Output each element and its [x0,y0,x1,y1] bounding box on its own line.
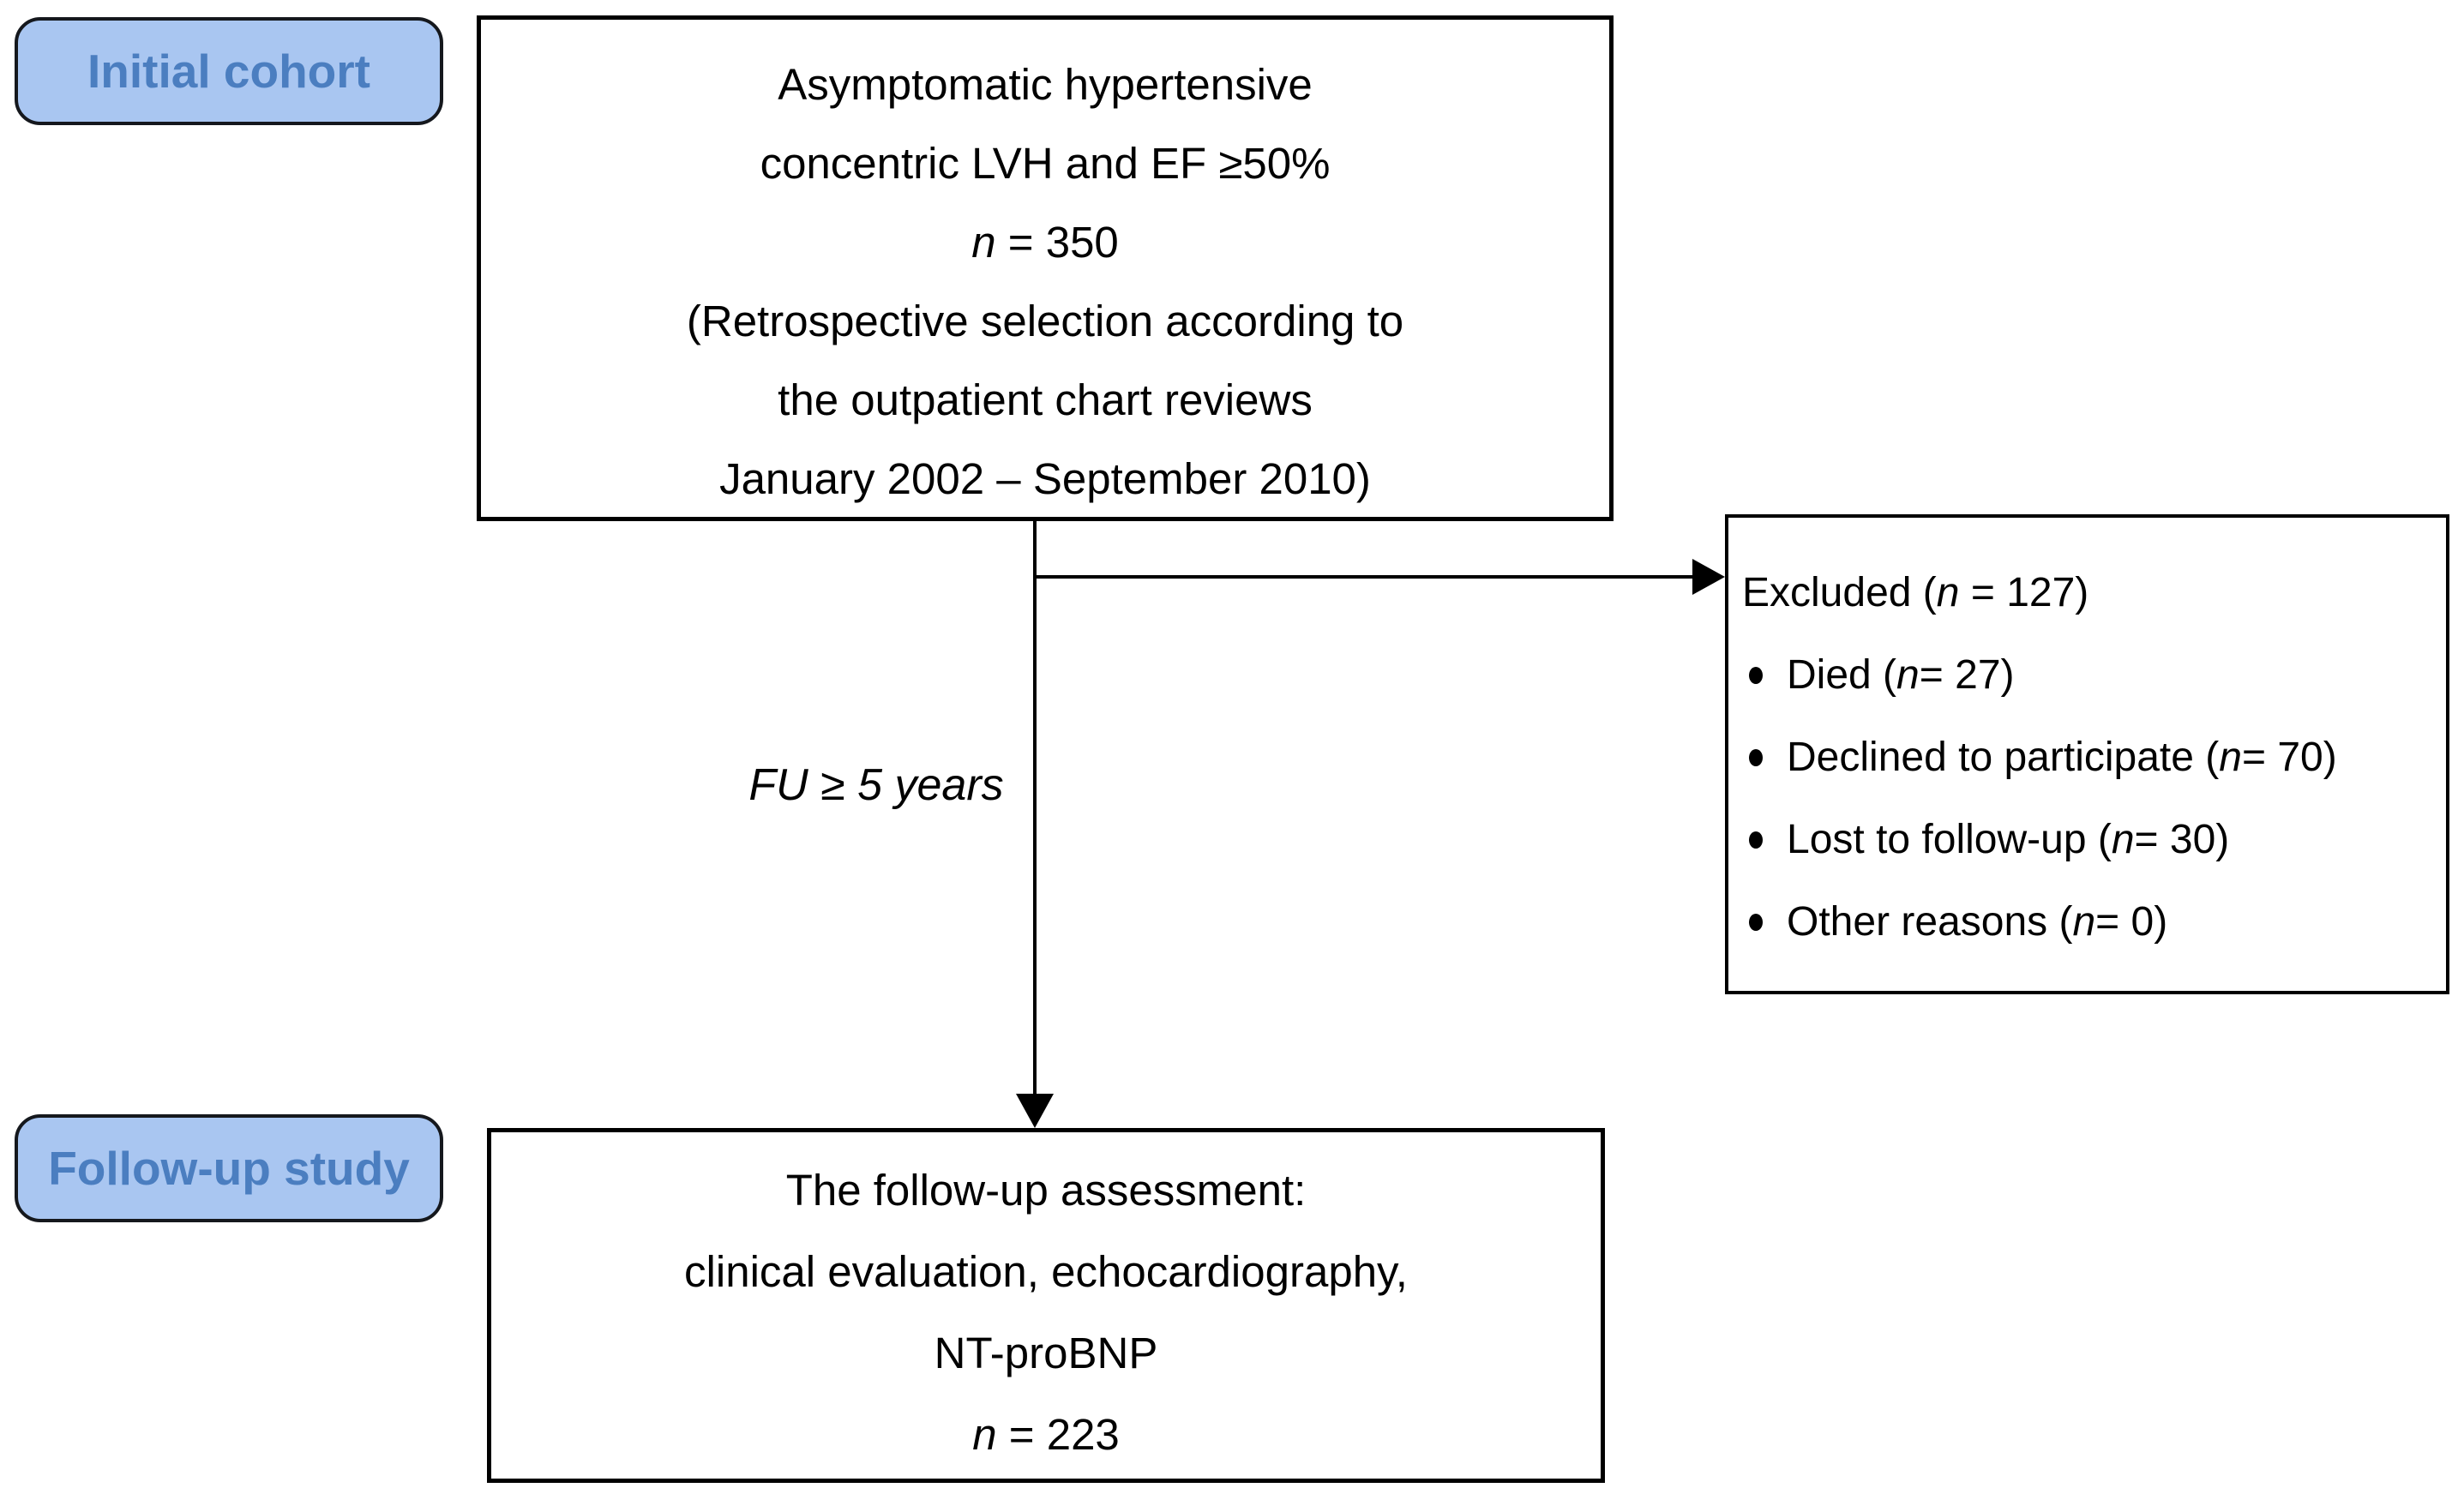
excluded-title: Excluded (n = 127) [1728,552,2446,634]
down-arrow-line [1033,521,1037,1097]
down-arrow-head-icon [1016,1094,1054,1128]
followup-assessment-box: The follow-up assessment: clinical evalu… [487,1128,1605,1483]
right-arrow-line [1033,575,1695,579]
n-symbol: n [2072,899,2096,945]
excluded-item-count: = 0) [2095,899,2168,945]
excluded-item-text: Died ( [1787,652,1897,698]
excluded-item-other-reasons: Other reasons (n = 0) [1728,881,2446,963]
excluded-item-died: Died (n = 27) [1728,634,2446,717]
excluded-item-text: Declined to participate ( [1787,735,2220,780]
followup-box-line-1: The follow-up assessment: [785,1166,1307,1215]
bullet-icon [1749,667,1763,684]
excluded-item-count: = 27) [1919,652,2015,698]
initial-box-sample-size: n = 350 [481,203,1609,282]
stage-label-initial-cohort: Initial cohort [15,17,443,125]
initial-box-line-4: (Retrospective selection according to [686,297,1404,345]
n-symbol: n [971,218,996,267]
excluded-item-count: = 30) [2134,817,2230,862]
right-arrow-head-icon [1692,559,1725,595]
initial-box-line-5: the outpatient chart reviews [778,375,1313,424]
initial-box-line-6: January 2002 – September 2010) [719,454,1371,503]
bullet-icon [1749,749,1763,766]
excluded-box: Excluded (n = 127) Died (n = 27) Decline… [1725,514,2449,994]
bullet-icon [1749,831,1763,849]
excluded-item-lost-to-followup: Lost to follow-up (n = 30) [1728,799,2446,881]
n-value: = 223 [996,1410,1120,1459]
n-symbol: n [1936,570,1960,615]
n-symbol: n [2219,735,2242,780]
followup-duration-label: FU ≥ 5 years [748,760,1004,810]
bullet-icon [1749,914,1763,931]
followup-box-line-2: clinical evaluation, echocardiography, [684,1247,1408,1296]
excluded-item-declined: Declined to participate (n = 70) [1728,717,2446,799]
initial-box-line-2: concentric LVH and EF ≥50% [760,139,1331,188]
n-symbol: n [972,1410,997,1459]
n-symbol: n [2111,817,2135,862]
excluded-item-text: Other reasons ( [1787,899,2073,945]
followup-box-line-3: NT-proBNP [934,1329,1158,1377]
excluded-title-prefix: Excluded ( [1742,570,1937,615]
n-symbol: n [1896,652,1920,698]
excluded-title-count: = 127) [1959,570,2089,615]
initial-box-line-1: Asymptomatic hypertensive [778,60,1313,109]
excluded-item-count: = 70) [2241,735,2337,780]
excluded-item-text: Lost to follow-up ( [1787,817,2112,862]
n-value: = 350 [995,218,1119,267]
followup-box-sample-size: n = 223 [491,1394,1601,1475]
initial-cohort-box: Asymptomatic hypertensive concentric LVH… [477,15,1614,521]
stage-label-followup-study: Follow-up study [15,1114,443,1222]
